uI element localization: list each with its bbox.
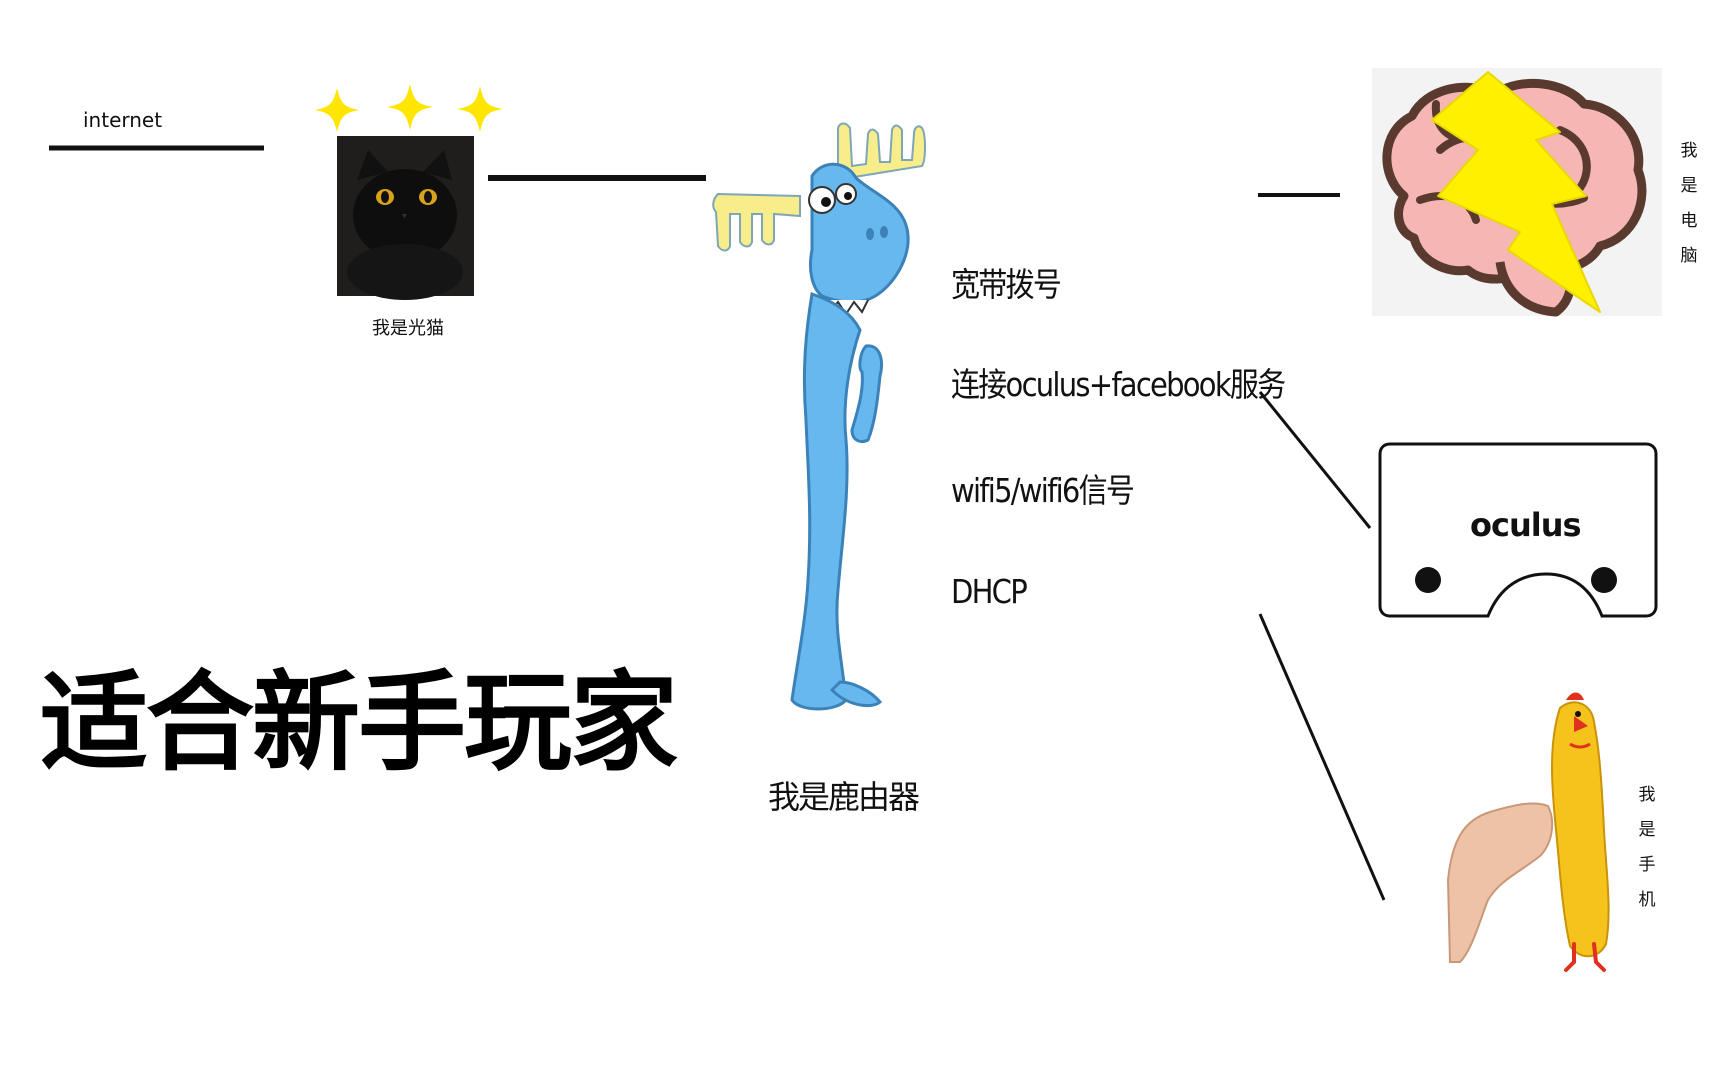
phone-label: 我是手机 (1638, 785, 1656, 910)
router-feature-oculus-service: 连接oculus+facebook服务 (951, 365, 1286, 404)
router-feature-wifi: wifi5/wifi6信号 (951, 471, 1135, 510)
router-moose-image (712, 122, 926, 711)
computer-label: 我是电脑 (1680, 141, 1698, 266)
star-icon (315, 88, 359, 132)
star-icon (457, 86, 503, 132)
router-phone-line (1258, 613, 1386, 901)
star-icon (387, 84, 433, 130)
oculus-headset-icon (1378, 442, 1658, 618)
headset-brand-label: oculus (1470, 506, 1582, 544)
internet-label: internet (83, 108, 163, 132)
router-oculus-line (1258, 391, 1372, 529)
router-feature-broadband: 宽带拨号 (951, 265, 1062, 304)
page-title: 适合新手玩家 (40, 661, 678, 786)
phone-chicken-image (1446, 692, 1610, 972)
computer-brain-image (1372, 68, 1662, 317)
router-feature-dhcp: DHCP (951, 572, 1028, 611)
modem-label: 我是光猫 (372, 318, 444, 339)
modem-cat-image (337, 136, 474, 300)
router-label: 我是鹿由器 (768, 778, 920, 816)
